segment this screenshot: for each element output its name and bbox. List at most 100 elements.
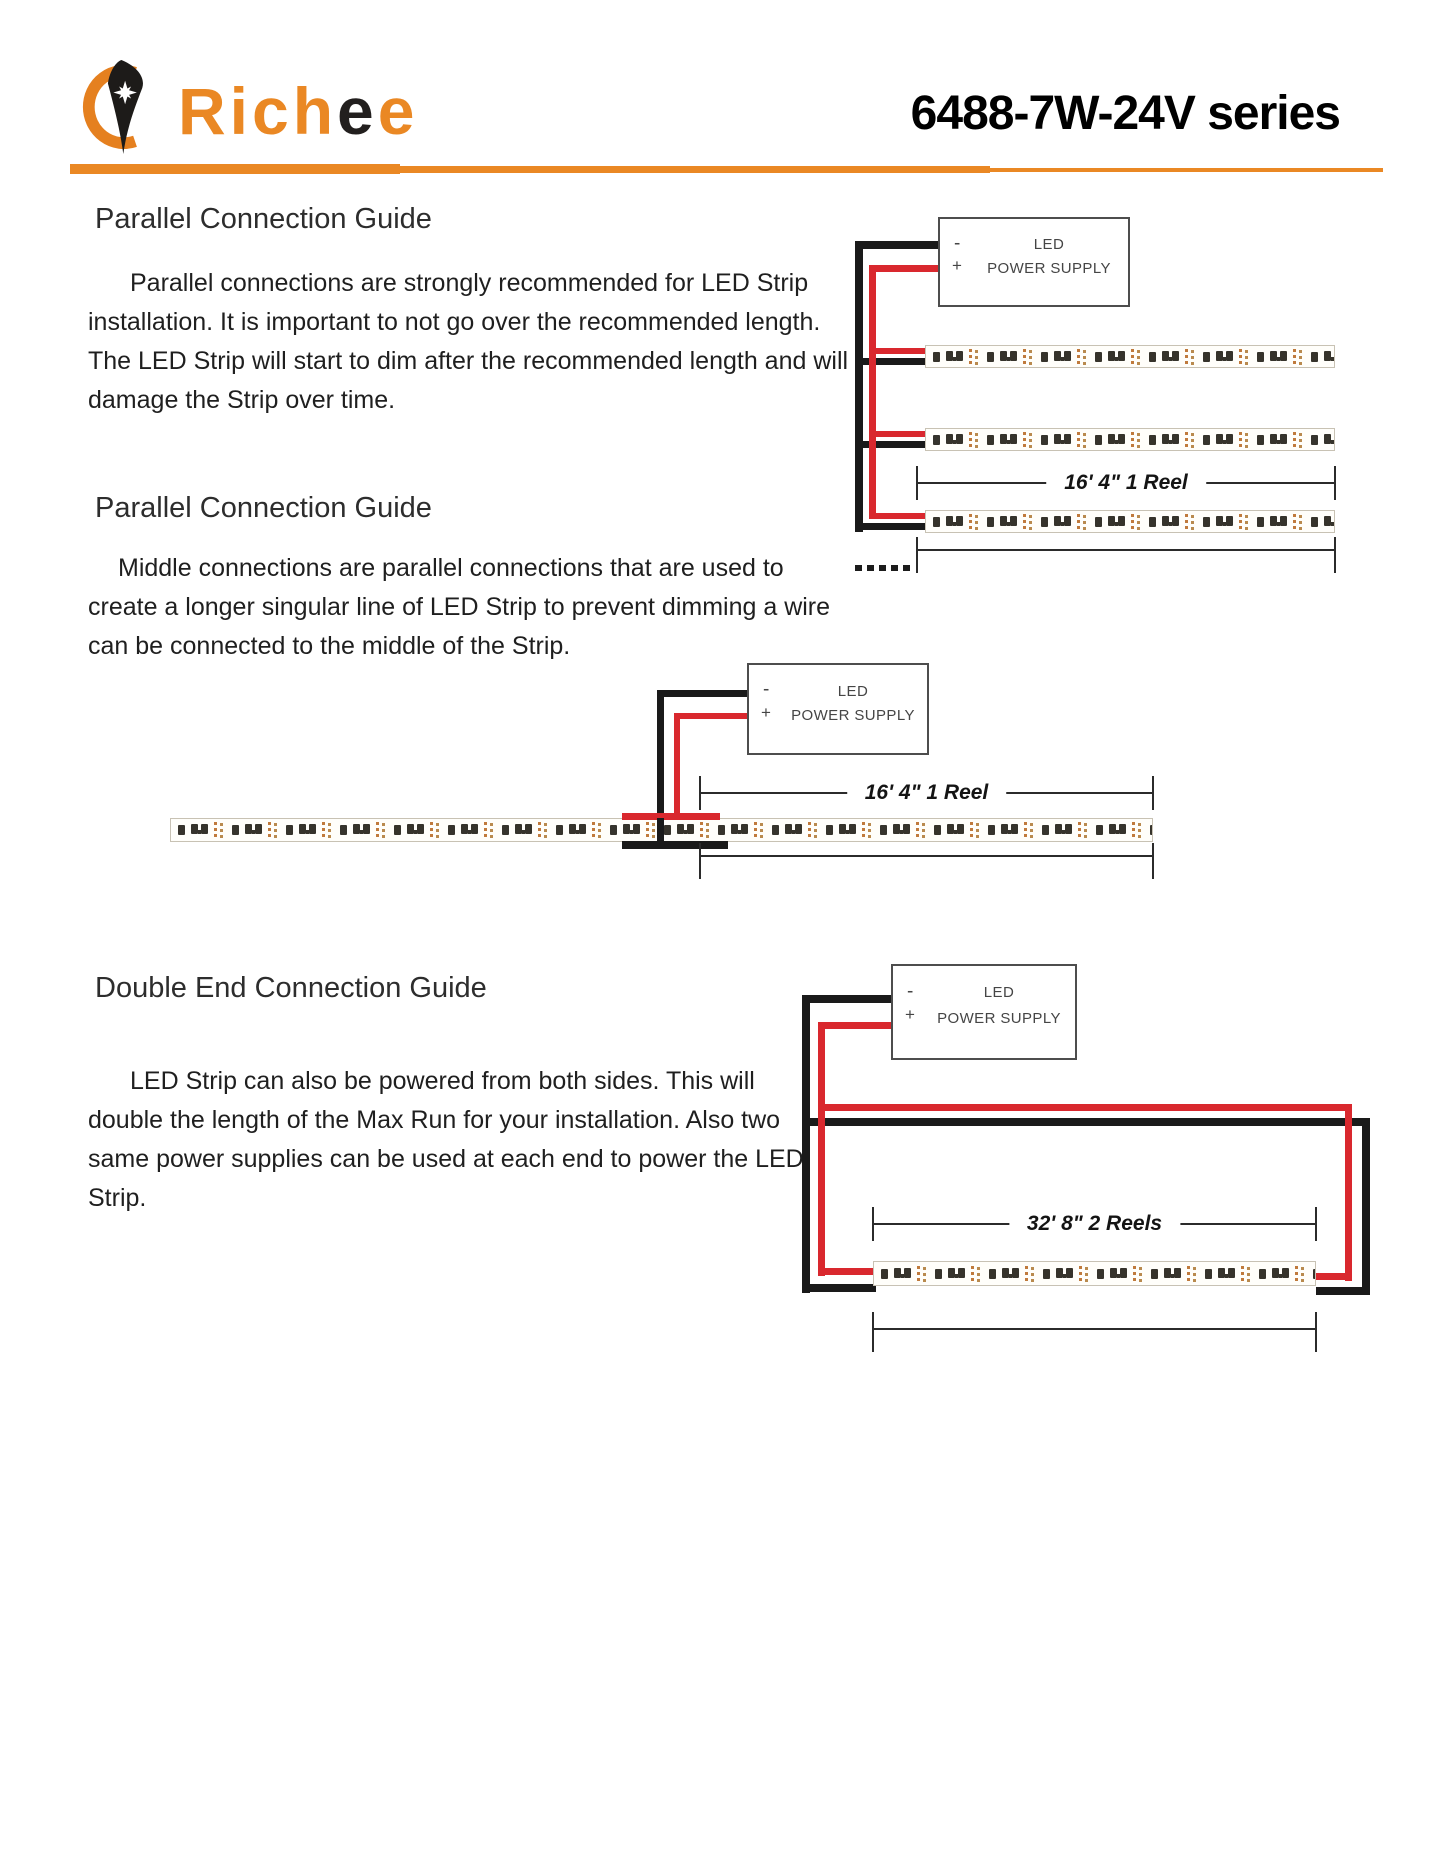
led-segment bbox=[822, 821, 876, 839]
brand-text-orange-1: Rich bbox=[178, 74, 338, 148]
brand-wordmark: Richee bbox=[178, 78, 418, 144]
led-segment bbox=[983, 431, 1037, 449]
dimension-line: 32' 8" 2 Reels bbox=[872, 1207, 1317, 1241]
led-segment bbox=[1038, 821, 1092, 839]
dimension-line: 16' 4" 1 Reel bbox=[699, 776, 1154, 810]
led-segment bbox=[552, 821, 606, 839]
led-segment bbox=[1091, 431, 1145, 449]
led-strip bbox=[925, 510, 1335, 533]
led-segment bbox=[1037, 431, 1091, 449]
wire-black-vertical bbox=[657, 690, 664, 848]
led-segment bbox=[1039, 1265, 1093, 1283]
led-segment bbox=[929, 348, 983, 366]
terminal-minus: - bbox=[763, 678, 770, 700]
led-segment bbox=[985, 1265, 1039, 1283]
power-supply-box: - + LED POWER SUPPLY bbox=[891, 964, 1077, 1060]
wire-black-stub-left bbox=[802, 1284, 876, 1292]
wire-red-vertical-left bbox=[818, 1022, 825, 1276]
wire-red-vertical bbox=[869, 265, 876, 519]
power-supply-label: POWER SUPPLY bbox=[987, 260, 1111, 278]
led-segment bbox=[390, 821, 444, 839]
power-supply-label: POWER SUPPLY bbox=[937, 1010, 1061, 1028]
led-segment bbox=[929, 431, 983, 449]
section-body-parallel-2: Middle connections are parallel connecti… bbox=[88, 554, 831, 660]
led-segment bbox=[1092, 821, 1146, 839]
led-segment bbox=[768, 821, 822, 839]
wire-red-stub bbox=[869, 431, 928, 437]
wire-red-stub bbox=[869, 348, 928, 354]
led-segment bbox=[1253, 348, 1307, 366]
led-segment bbox=[1199, 348, 1253, 366]
led-segment bbox=[1199, 431, 1253, 449]
led-segment bbox=[1145, 513, 1199, 531]
led-segment bbox=[174, 821, 228, 839]
wire-red-vertical-right bbox=[1345, 1104, 1352, 1281]
dimension-bracket bbox=[872, 1312, 1317, 1352]
led-segment bbox=[1037, 348, 1091, 366]
led-segment bbox=[876, 821, 930, 839]
led-segment bbox=[1091, 513, 1145, 531]
dimension-line: 16' 4" 1 Reel bbox=[916, 466, 1336, 500]
wire-red-horizontal bbox=[674, 713, 748, 719]
led-segment bbox=[714, 821, 768, 839]
wire-red-stub-right bbox=[1316, 1273, 1352, 1280]
section-heading-parallel-2: Parallel Connection Guide bbox=[95, 492, 432, 524]
power-supply-label: LED bbox=[983, 984, 1015, 1002]
header-rule-thin bbox=[988, 168, 1383, 172]
section-body-double-end: LED Strip can also be powered from both … bbox=[88, 1067, 804, 1212]
led-segment bbox=[1091, 348, 1145, 366]
led-segment bbox=[336, 821, 390, 839]
power-supply-label: LED bbox=[1033, 236, 1065, 254]
led-segment bbox=[1146, 821, 1152, 839]
led-segment bbox=[983, 513, 1037, 531]
led-strip bbox=[873, 1261, 1316, 1286]
wire-red-stub-left bbox=[818, 1268, 878, 1275]
wire-black-horizontal bbox=[855, 241, 940, 249]
terminal-plus: + bbox=[952, 255, 963, 275]
brand-logo: Richee bbox=[80, 60, 418, 154]
led-segment bbox=[1145, 431, 1199, 449]
wire-black-tap-pad bbox=[622, 841, 728, 849]
wire-red-run-right bbox=[818, 1104, 1352, 1111]
terminal-plus: + bbox=[761, 702, 772, 722]
led-segment bbox=[1199, 513, 1253, 531]
terminal-plus: + bbox=[905, 1005, 916, 1025]
led-segment bbox=[984, 821, 1038, 839]
led-strip bbox=[925, 428, 1335, 451]
dimension-label: 32' 8" 2 Reels bbox=[1008, 1212, 1181, 1236]
wire-red-stub bbox=[869, 513, 928, 519]
led-segment bbox=[877, 1265, 931, 1283]
wire-black-stub-right bbox=[1316, 1287, 1370, 1295]
continuation-dots bbox=[855, 565, 910, 571]
power-supply-box: - + LED POWER SUPPLY bbox=[747, 663, 929, 755]
led-segment bbox=[929, 513, 983, 531]
led-segment bbox=[444, 821, 498, 839]
led-segment bbox=[1255, 1265, 1309, 1283]
page-title: 6488-7W-24V series bbox=[910, 87, 1341, 140]
wire-black-vertical bbox=[855, 241, 863, 532]
led-segment bbox=[606, 821, 660, 839]
wire-black-vertical-right bbox=[1362, 1118, 1370, 1295]
wire-red-horizontal bbox=[818, 1022, 891, 1029]
led-segment bbox=[660, 821, 714, 839]
led-segment bbox=[282, 821, 336, 839]
header-rule-mid bbox=[398, 166, 990, 173]
power-supply-box: - + LED POWER SUPPLY bbox=[938, 217, 1130, 307]
brand-text-orange-2: e bbox=[377, 74, 419, 148]
led-strip bbox=[925, 345, 1335, 368]
wire-black-vertical bbox=[657, 818, 664, 848]
led-segment bbox=[1253, 431, 1307, 449]
wire-red-horizontal bbox=[869, 265, 940, 272]
wire-black-stub bbox=[855, 441, 928, 448]
led-segment bbox=[1253, 513, 1307, 531]
led-segment bbox=[1307, 513, 1334, 531]
wire-red-vertical bbox=[674, 713, 680, 820]
led-segment bbox=[1307, 348, 1334, 366]
led-segment bbox=[931, 1265, 985, 1283]
led-segment bbox=[1307, 431, 1334, 449]
star-icon bbox=[113, 80, 137, 105]
wire-black-horizontal bbox=[657, 690, 748, 697]
terminal-minus: - bbox=[907, 980, 914, 1002]
terminal-minus: - bbox=[954, 232, 961, 254]
led-segment bbox=[1201, 1265, 1255, 1283]
